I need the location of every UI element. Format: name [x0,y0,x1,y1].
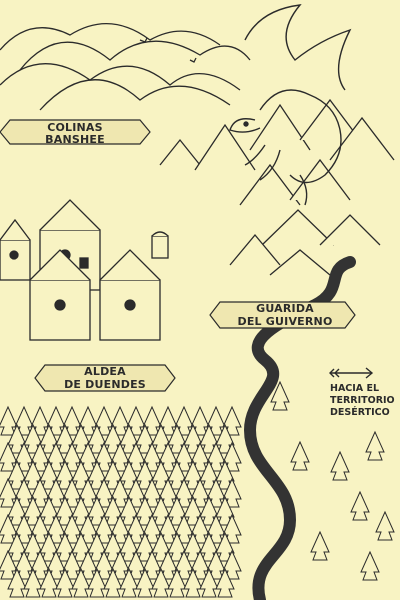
house-icon [99,249,161,341]
house-icon [29,249,91,341]
direction-line-1: HACIA EL [330,383,380,394]
grass-tuft [139,37,197,63]
mountain-icon [289,158,351,201]
hill-icon [0,63,241,91]
mountain-icon [229,233,281,266]
direction-line-3: DESÉRTICO [330,407,390,418]
mountain-icon [194,123,256,171]
village-label-line2: DE DUENDES [64,378,146,391]
pine-tree-icon [290,440,310,471]
pine-tree-icon [350,490,370,521]
dragon-icon [229,4,352,206]
village-label-line1: ALDEA [84,365,126,378]
hills-label-line2: BANSHEE [45,133,105,146]
pine-tree-icon [375,510,395,541]
direction-line-2: TERRITORIO [330,395,395,406]
lair-label-line1: GUARIDA [256,302,314,315]
pine-forest [0,380,395,598]
banner-guarida: GUARIDA DEL GUIVERNO [209,301,356,329]
mountain-icon [261,209,335,246]
pine-tree-icon [330,450,350,481]
direction-note: HACIA EL TERRITORIO DESÉRTICO [330,383,400,419]
well-icon [151,231,169,259]
hills-label-line1: COLINAS [47,121,103,134]
pine-tree-icon [270,380,290,411]
pine-tree-icon [360,550,380,581]
hill-icon [39,79,231,111]
goblin-village [0,199,169,341]
mountain-icon [239,163,301,206]
banshee-hills [0,23,251,111]
mountain-icon [249,103,311,151]
pine-tree-icon [215,567,235,598]
mountain-icon [269,249,331,276]
banner-colinas-banshee: COLINAS BANSHEE [0,119,151,146]
lair-label-line2: DEL GUIVERNO [238,315,333,328]
mountain-icon [299,98,361,141]
pine-tree-icon [310,530,330,561]
mountain-range [159,98,395,276]
house-icon [0,218,31,281]
mountain-icon [319,214,381,246]
arrow-right-icon [329,367,374,379]
hill-icon [19,40,251,71]
hill-icon [0,23,221,51]
mountain-icon [159,138,201,166]
banner-aldea: ALDEA DE DUENDES [34,364,176,392]
pine-tree-icon [365,430,385,461]
